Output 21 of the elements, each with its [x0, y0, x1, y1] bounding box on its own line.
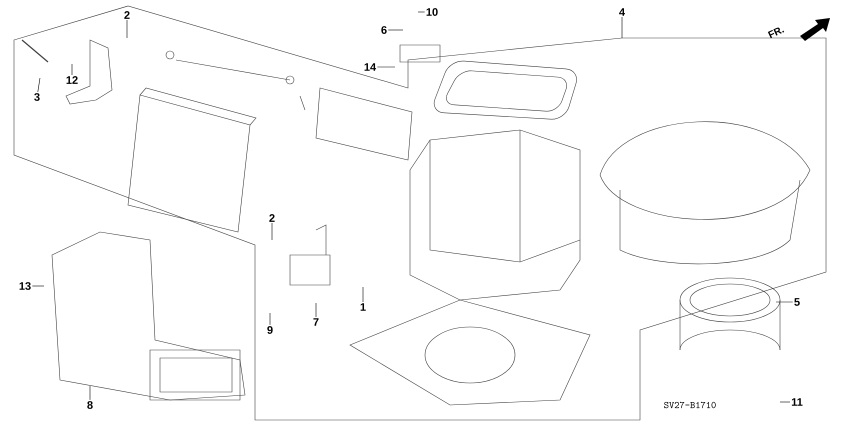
callout-number: 8 [86, 400, 94, 410]
leader-line [377, 66, 396, 68]
callout-number: 2 [122, 10, 132, 20]
callout-number: 5 [792, 297, 802, 307]
callout-number: 14 [362, 62, 378, 72]
leader-line [38, 78, 40, 92]
leader-line [126, 20, 128, 38]
callout-number: 12 [64, 75, 80, 85]
part-code: SV27-B1710 [664, 402, 716, 408]
callout-number: 2 [268, 213, 276, 223]
callout-number: 7 [312, 317, 320, 327]
callout-number: 10 [424, 7, 440, 17]
callout-number: 4 [618, 7, 626, 17]
callout-number: 13 [18, 281, 32, 291]
callout-number: 6 [380, 25, 388, 35]
callout-number: 11 [790, 397, 804, 407]
callout-number: 3 [32, 92, 42, 102]
direction-label: FR. [768, 28, 784, 38]
leader-line [362, 286, 364, 302]
callout-number: 1 [358, 302, 368, 312]
callout-number: 9 [266, 325, 274, 335]
